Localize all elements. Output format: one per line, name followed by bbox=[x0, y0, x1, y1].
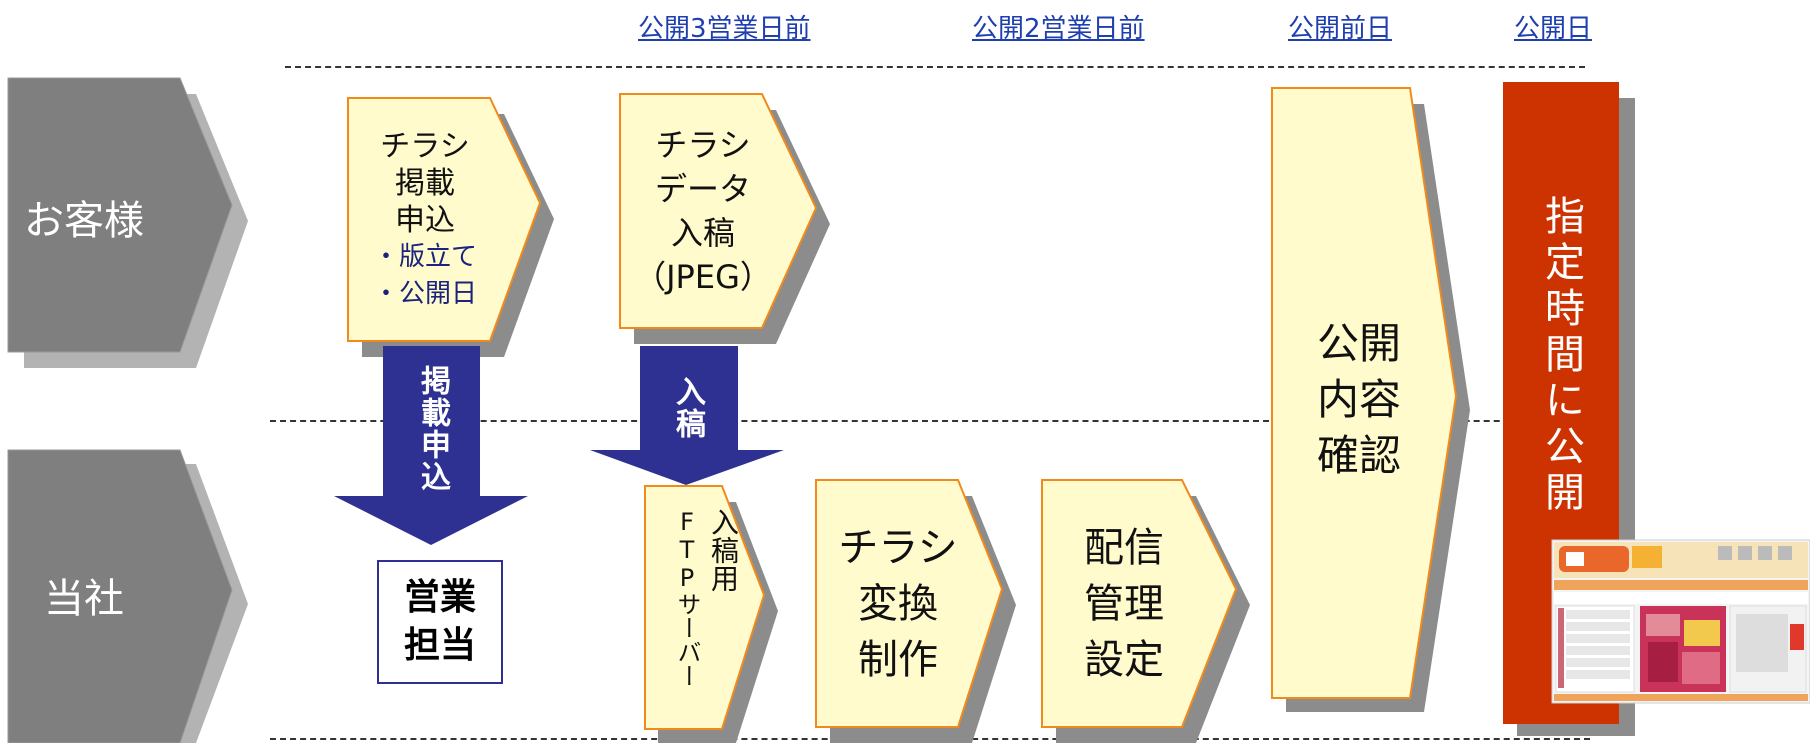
sales-rep-box: 営業 担当 bbox=[377, 560, 503, 684]
step-delivery-line1: 配信 bbox=[1084, 525, 1164, 571]
step-apply-line2: 掲載 bbox=[395, 165, 455, 201]
step-ftp-col2: FTPサーバー bbox=[673, 508, 701, 688]
step-confirm-shape bbox=[1271, 87, 1470, 712]
step-convert-line3: 制作 bbox=[858, 637, 938, 683]
step-confirm-text: 公開 内容 確認 bbox=[1276, 300, 1442, 500]
step-confirm-line3: 確認 bbox=[1316, 431, 1401, 480]
arrow-submit-label: 入稿 bbox=[655, 370, 719, 446]
step-data-submit-shape bbox=[619, 93, 830, 344]
divider-middle bbox=[270, 420, 1590, 422]
step-data-line3: 入稿 bbox=[670, 214, 735, 252]
sales-rep-line2: 担当 bbox=[403, 625, 476, 666]
publish-text: 指定時間に公開 bbox=[1503, 186, 1619, 526]
lane-label-customer: お客様 bbox=[24, 198, 144, 244]
step-convert-line1: チラシ bbox=[838, 525, 958, 571]
arrow-apply-label: 掲載申込 bbox=[400, 354, 464, 504]
step-delivery-shape bbox=[1041, 479, 1250, 743]
step-delivery-text: 配信 管理 設定 bbox=[1044, 486, 1204, 722]
arrow-apply-text: 掲載申込 bbox=[415, 365, 450, 493]
step-apply-sub2: ・公開日 bbox=[372, 278, 477, 309]
step-ftp-col1: 入稿用 bbox=[707, 508, 740, 592]
step-ftp-text: 入稿用 FTPサーバー bbox=[650, 508, 760, 722]
step-confirm-line2: 内容 bbox=[1316, 375, 1401, 424]
lane-company-chevron bbox=[7, 449, 248, 743]
step-convert-text: チラシ 変換 制作 bbox=[818, 486, 978, 722]
step-data-line2: データ bbox=[654, 170, 751, 208]
step-apply-shape bbox=[347, 97, 554, 357]
step-apply-text: チラシ 掲載 申込 ・版立て ・公開日 bbox=[350, 104, 500, 336]
step-data-line1: チラシ bbox=[655, 126, 751, 164]
step-convert-shape bbox=[815, 479, 1016, 743]
sales-rep-line1: 営業 bbox=[403, 577, 476, 618]
header-day-before: 公開前日 bbox=[1288, 14, 1393, 44]
step-ftp-shape bbox=[644, 485, 778, 743]
step-delivery-line2: 管理 bbox=[1084, 581, 1164, 627]
step-delivery-line3: 設定 bbox=[1084, 637, 1164, 683]
publish-label: 指定時間に公開 bbox=[1538, 195, 1584, 517]
step-data-line4: （JPEG） bbox=[634, 258, 772, 296]
lane-customer-chevron bbox=[7, 77, 248, 368]
step-data-submit-text: チラシ データ 入稿 （JPEG） bbox=[620, 100, 786, 322]
step-convert-line2: 変換 bbox=[858, 581, 938, 627]
step-apply-line3: 申込 bbox=[395, 202, 455, 238]
header-2-days-before: 公開2営業日前 bbox=[972, 14, 1145, 44]
header-publish-day: 公開日 bbox=[1514, 14, 1593, 44]
site-screenshot-thumbnail bbox=[1551, 539, 1810, 704]
header-3-days-before: 公開3営業日前 bbox=[638, 14, 811, 44]
step-apply-sub1: ・版立て bbox=[372, 241, 477, 272]
arrow-apply-down bbox=[334, 346, 528, 545]
lane-label-company: 当社 bbox=[44, 576, 124, 622]
divider-top bbox=[285, 66, 1585, 68]
arrow-submit-text: 入稿 bbox=[670, 376, 705, 440]
arrow-submit-down bbox=[590, 346, 784, 485]
step-confirm-line1: 公開 bbox=[1316, 319, 1401, 368]
step-apply-line1: チラシ bbox=[380, 128, 470, 164]
